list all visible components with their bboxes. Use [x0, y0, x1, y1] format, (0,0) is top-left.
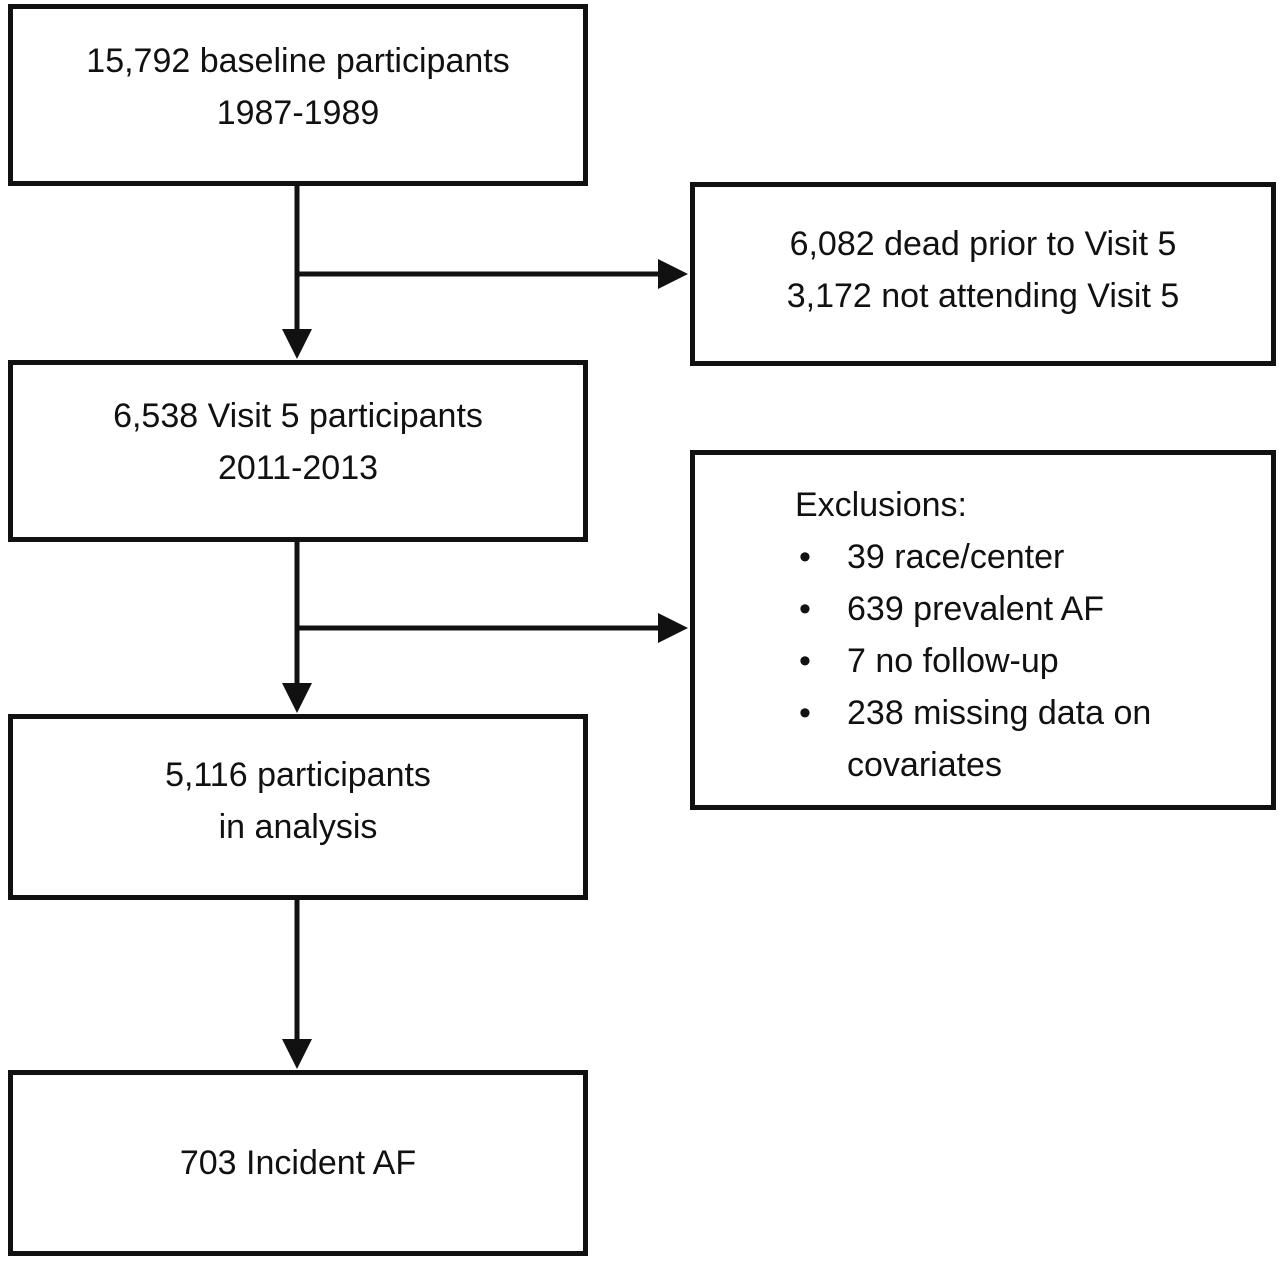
incident-af-label: 703 Incident AF [179, 1144, 417, 1182]
baseline-count-label: 15,792 baseline participants [86, 42, 510, 80]
exclusions-heading: Exclusions: [795, 486, 967, 524]
bullet-icon: • [799, 694, 811, 732]
visit5-years-label: 2011-2013 [217, 449, 379, 487]
visit5-participants-box: 6,538 Visit 5 participants 2011-2013 [8, 360, 588, 542]
baseline-years-label: 1987-1989 [216, 94, 380, 132]
analysis-count-label: 5,116 participants [165, 756, 431, 794]
bullet-icon: • [799, 642, 811, 680]
excluded-before-visit5-box: 6,082 dead prior to Visit 5 3,172 not at… [690, 182, 1276, 366]
analysis-subtitle-label: in analysis [218, 808, 378, 846]
analysis-participants-box: 5,116 participants in analysis [8, 714, 588, 900]
bullet-icon: • [799, 538, 811, 576]
exclusion-item: •39 race/center [795, 531, 1207, 583]
exclusion-item: •639 prevalent AF [795, 583, 1207, 635]
visit5-count-label: 6,538 Visit 5 participants [113, 397, 483, 435]
incident-af-box: 703 Incident AF [8, 1070, 588, 1256]
exclusions-box: Exclusions: •39 race/center •639 prevale… [690, 450, 1276, 810]
not-attending-label: 3,172 not attending Visit 5 [786, 277, 1180, 315]
exclusion-item: •7 no follow-up [795, 635, 1207, 687]
bullet-icon: • [799, 590, 811, 628]
exclusion-item: •238 missing data on covariates [795, 687, 1207, 791]
exclusions-list: •39 race/center •639 prevalent AF •7 no … [795, 531, 1207, 791]
dead-prior-label: 6,082 dead prior to Visit 5 [789, 225, 1177, 263]
baseline-participants-box: 15,792 baseline participants 1987-1989 [8, 4, 588, 186]
